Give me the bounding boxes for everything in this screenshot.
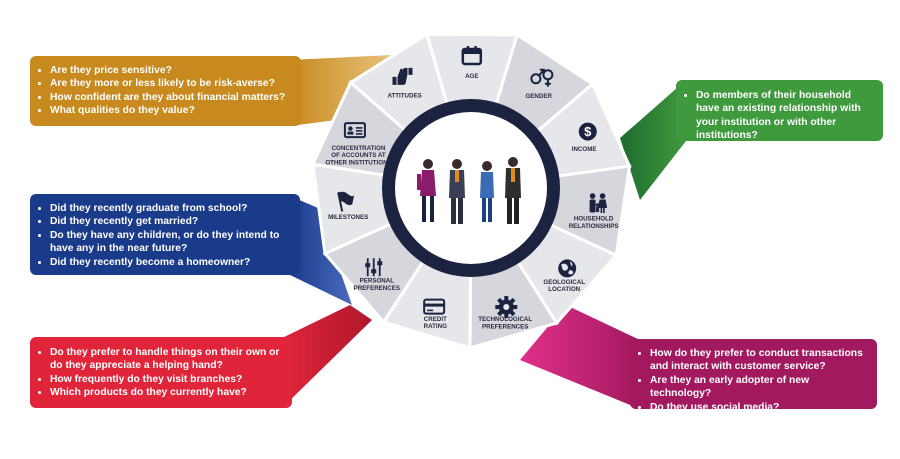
- segment-label-income: INCOME: [572, 146, 597, 153]
- callout-item: Do they use social media?: [650, 401, 871, 414]
- dollar-icon: $: [578, 122, 597, 141]
- family-icon: [589, 193, 608, 214]
- callout-personal-preferences: Do they prefer to handle things on their…: [30, 337, 292, 408]
- person-woman-2: [480, 161, 494, 222]
- connector-blue: [290, 196, 352, 305]
- svg-text:$: $: [584, 124, 592, 139]
- callout-item: Do members of their household have an ex…: [696, 89, 877, 143]
- callout-item: Did they recently graduate from school?: [50, 202, 294, 215]
- callout-item: Do they have any children, or do they in…: [50, 229, 294, 256]
- callout-milestones: Did they recently graduate from school? …: [30, 194, 300, 275]
- gear-icon: [495, 296, 518, 319]
- callout-item: Are they more or less likely to be risk-…: [50, 77, 295, 90]
- callout-item: Are they price sensitive?: [50, 64, 295, 77]
- person-man-2: [505, 157, 521, 224]
- calendar-icon: [461, 46, 483, 66]
- person-man-1: [449, 159, 465, 224]
- callout-item: Which products do they currently have?: [50, 386, 286, 399]
- callout-item: How frequently do they visit branches?: [50, 373, 286, 386]
- center-disc: [395, 112, 547, 264]
- callout-item: How do they prefer to conduct transactio…: [650, 347, 871, 374]
- connector-purple: [520, 305, 640, 409]
- segment-label-milestones: MILESTONES: [328, 214, 368, 221]
- callout-item: How confident are they about financial m…: [50, 91, 295, 104]
- globe-icon: [558, 259, 577, 278]
- sliders-icon: [365, 258, 383, 277]
- segment-label-age: AGE: [465, 73, 478, 80]
- connector-green: [620, 80, 686, 200]
- callout-item: Are they an early adopter of new technol…: [650, 374, 871, 401]
- person-woman-1: [417, 159, 436, 222]
- callout-item: Did they recently get married?: [50, 215, 294, 228]
- credit-card-icon: [423, 298, 446, 315]
- customers-illustration: [417, 157, 521, 224]
- callout-item: Do they prefer to handle things on their…: [50, 346, 286, 373]
- segment-label-attitudes: ATTITUDES: [387, 92, 421, 99]
- thumbs-icon: [392, 67, 413, 85]
- callout-item: What qualities do they value?: [50, 104, 295, 117]
- callout-item: Did they recently become a homeowner?: [50, 256, 294, 269]
- flag-icon: [337, 191, 355, 212]
- segment-label-gender: GENDER: [525, 93, 552, 100]
- gender-icon: [530, 68, 554, 87]
- id-card-icon: [343, 122, 366, 139]
- callout-household: Do members of their household have an ex…: [676, 80, 883, 141]
- callout-attitudes: Are they price sensitive? Are they more …: [30, 56, 301, 126]
- connector-red: [282, 305, 372, 408]
- callout-technological: How do they prefer to conduct transactio…: [630, 339, 877, 413]
- connectors: [282, 55, 686, 409]
